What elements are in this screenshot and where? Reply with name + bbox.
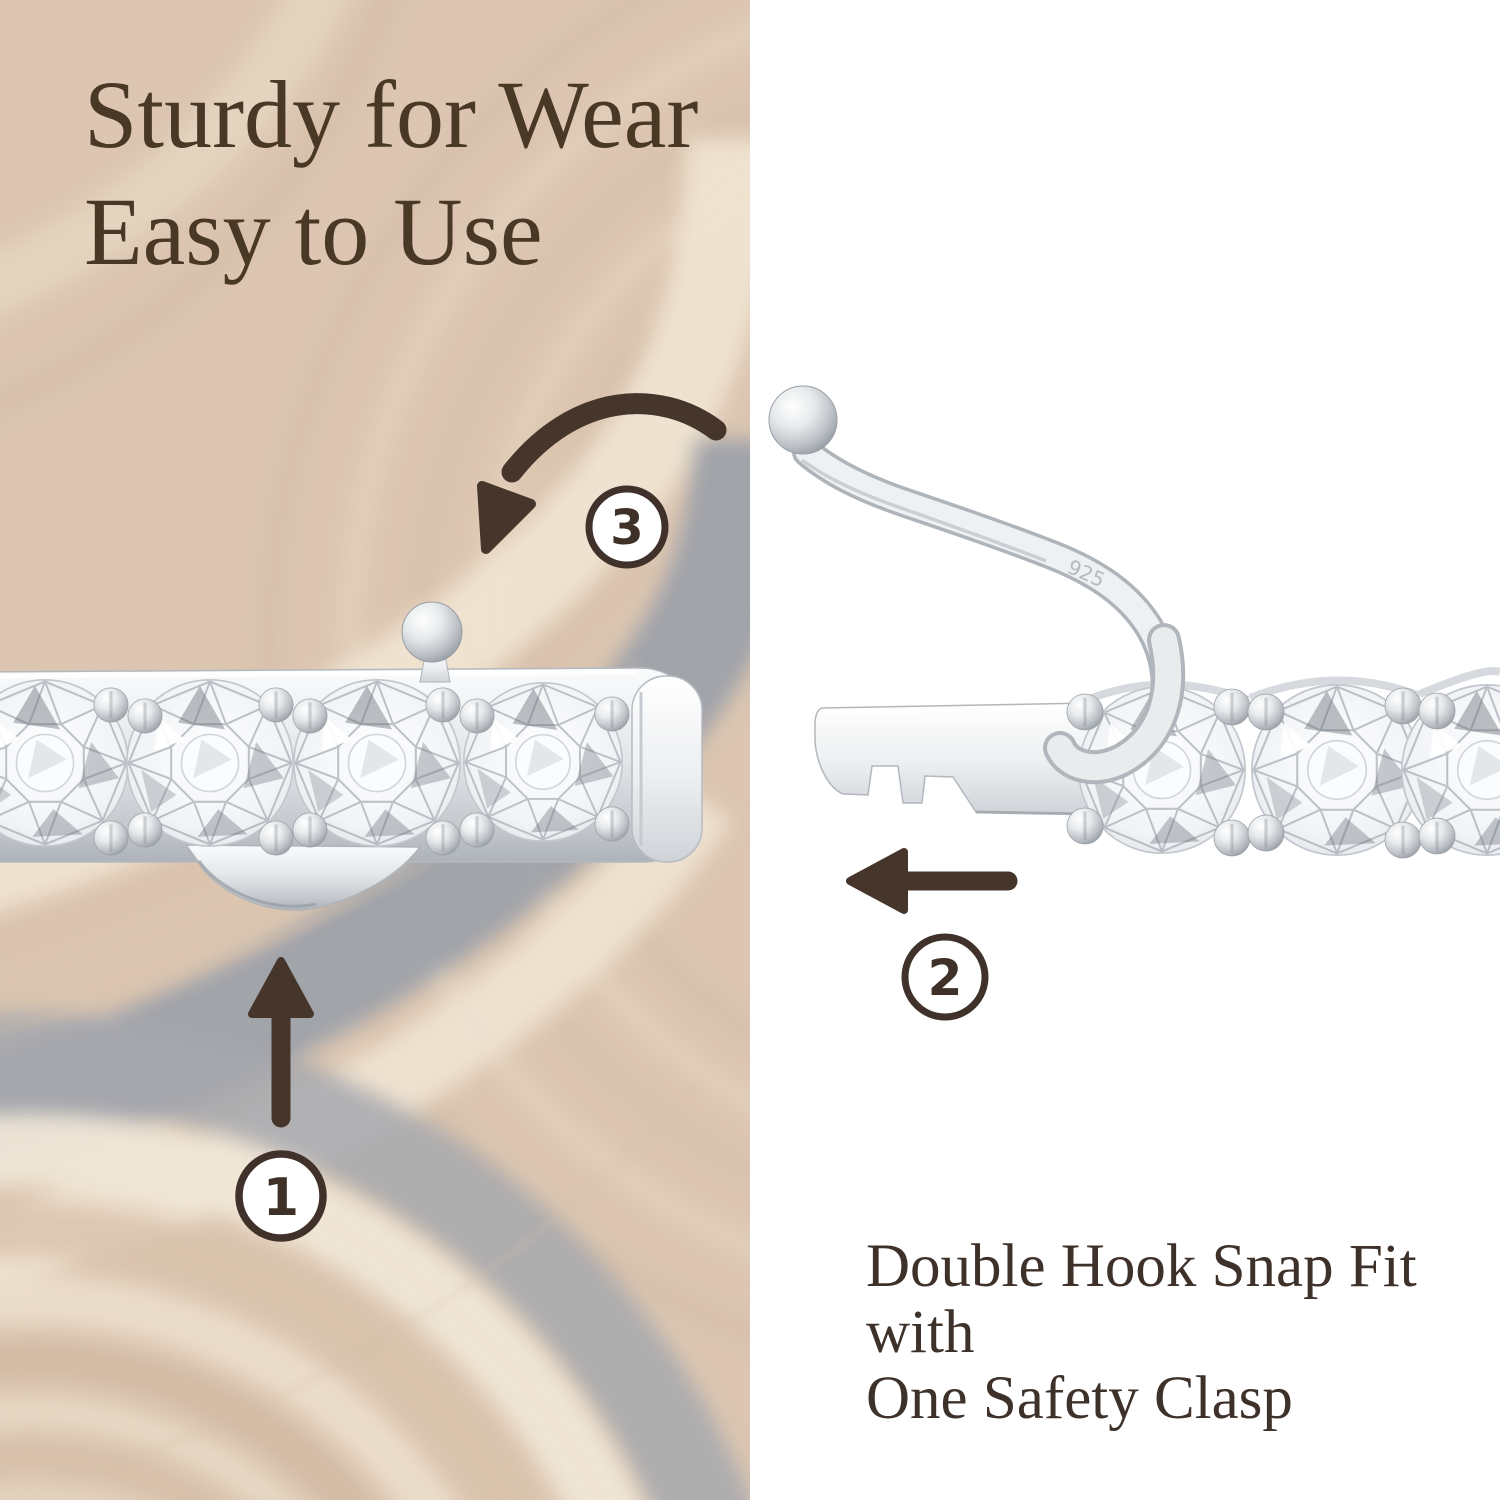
- step-3-number: 3: [610, 500, 643, 556]
- caption-line-3: One Safety Clasp: [866, 1365, 1293, 1432]
- headline-line-1: Sturdy for Wear: [84, 61, 699, 168]
- arrow-up-icon: [248, 957, 314, 1128]
- step-2-badge: 2: [901, 933, 989, 1021]
- clasp-box-end-cap: [631, 675, 703, 863]
- step-2-number: 2: [928, 949, 963, 1007]
- step-annotations: 3 1 2: [235, 393, 1018, 1242]
- lever-ball: [768, 385, 838, 455]
- caption: Double Hook Snap Fit with One Safety Cla…: [866, 1234, 1486, 1432]
- headline-line-2: Easy to Use: [84, 178, 543, 286]
- clasp-tongue: [814, 702, 1093, 815]
- safety-pin-ball: [401, 601, 463, 663]
- caption-line-1: Double Hook Snap Fit: [866, 1233, 1417, 1300]
- arrow-left-icon: [846, 848, 1018, 914]
- step-3-badge: 3: [585, 485, 669, 569]
- arrow-curved-down-left-icon: [477, 393, 727, 554]
- closed-clasp-illustration: [0, 601, 703, 911]
- safety-latch-tab: [184, 844, 422, 911]
- safety-lever-wire: 925: [768, 385, 1186, 785]
- headline: Sturdy for Wear Easy to Use: [84, 56, 764, 290]
- step-1-badge: 1: [235, 1150, 327, 1242]
- step-1-number: 1: [263, 1168, 299, 1228]
- caption-line-2: with: [866, 1299, 975, 1366]
- open-clasp-illustration: 925: [768, 385, 1500, 860]
